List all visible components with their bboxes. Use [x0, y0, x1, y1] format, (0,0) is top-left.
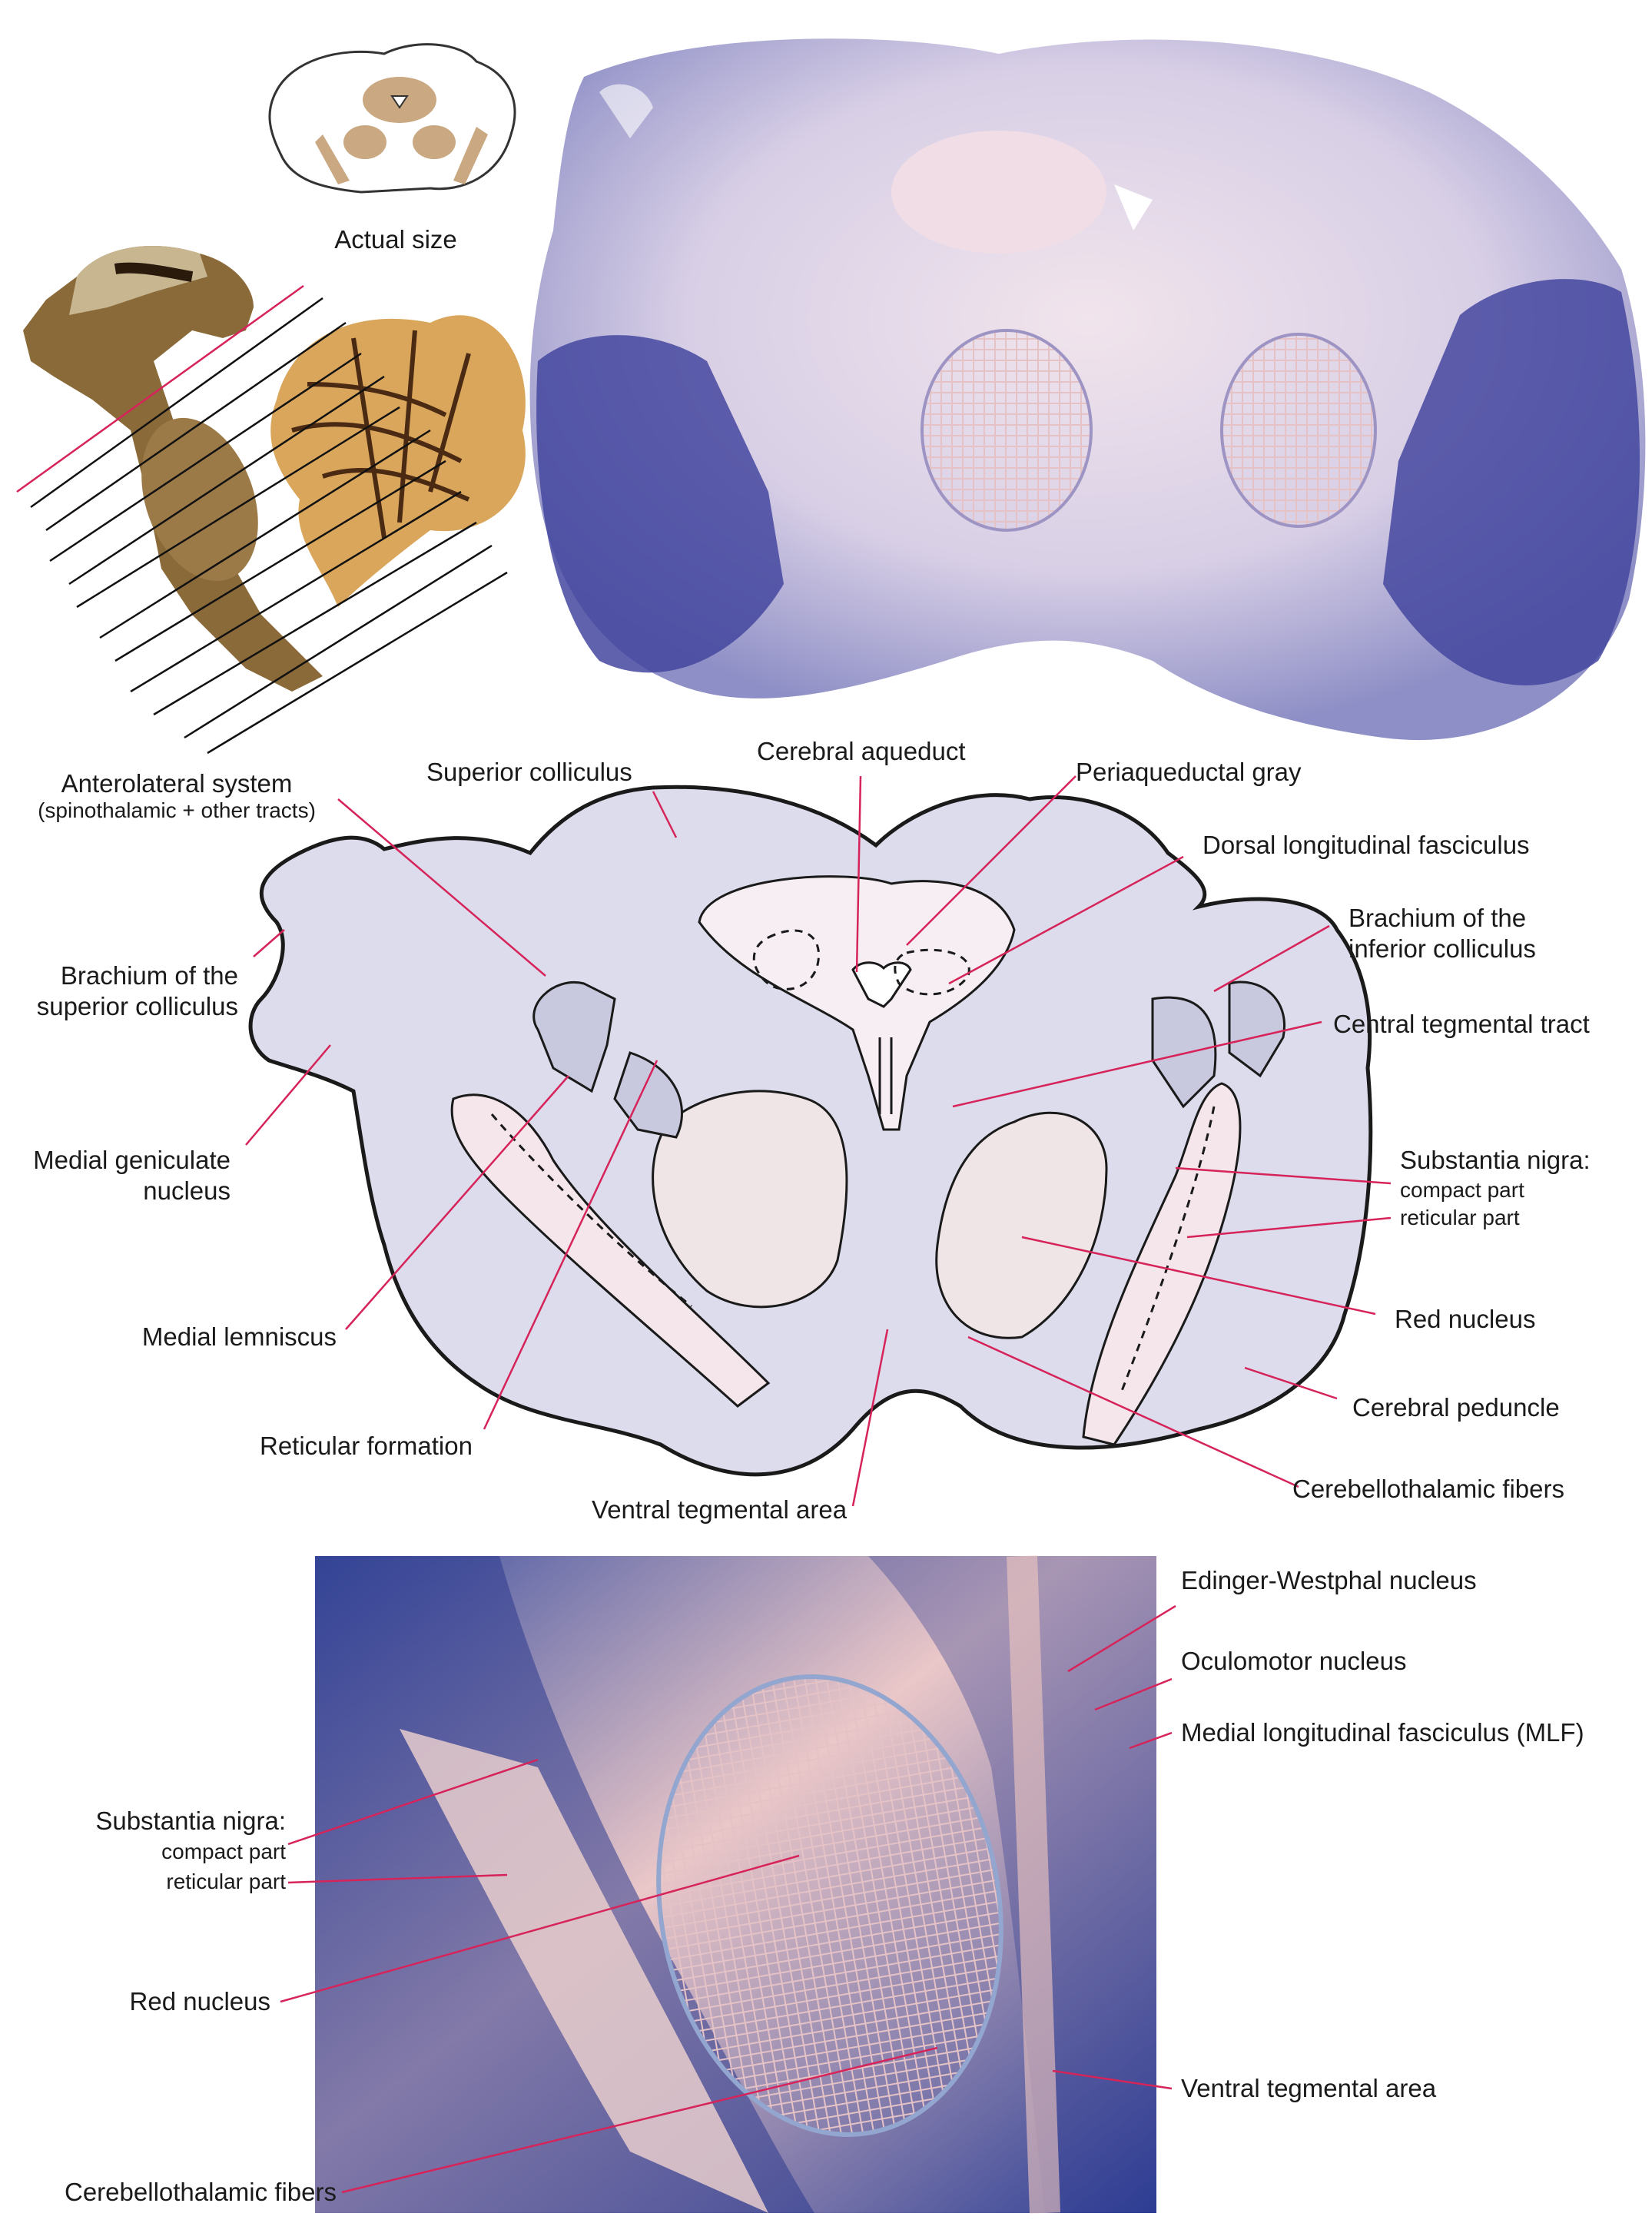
- label-red-nucleus: Red nucleus: [1395, 1305, 1536, 1333]
- label-reticular-formation: Reticular formation: [260, 1432, 473, 1460]
- label-photo-reticular-part: reticular part: [166, 1870, 286, 1893]
- diagram-leader-lines: [245, 775, 1392, 1507]
- label-brachium-superior-2: superior colliculus: [36, 992, 238, 1020]
- label-cerebral-peduncle: Cerebral peduncle: [1352, 1393, 1560, 1422]
- label-central-tegmental-tract: Central tegmental tract: [1333, 1010, 1590, 1038]
- label-medial-geniculate-1: Medial geniculate: [33, 1146, 231, 1174]
- inset-caption: Actual size: [334, 225, 457, 254]
- section-lines: [16, 284, 508, 755]
- label-edinger-westphal: Edinger-Westphal nucleus: [1181, 1566, 1477, 1594]
- label-mlf: Medial longitudinal fasciculus (MLF): [1181, 1718, 1584, 1747]
- label-oculomotor-nucleus: Oculomotor nucleus: [1181, 1647, 1407, 1675]
- photo-leader-lines: [280, 1604, 1176, 2194]
- label-brachium-inferior-1: Brachium of the: [1348, 904, 1527, 932]
- label-cerebral-aqueduct: Cerebral aqueduct: [757, 737, 966, 765]
- label-dorsal-longitudinal-fasciculus: Dorsal longitudinal fasciculus: [1203, 831, 1530, 859]
- label-brachium-superior-1: Brachium of the: [60, 961, 238, 990]
- label-anterolateral-sub: (spinothalamic + other tracts): [38, 798, 316, 822]
- label-photo-ventral-tegmental-area: Ventral tegmental area: [1181, 2074, 1437, 2102]
- labeled-midbrain-diagram: [248, 785, 1373, 1477]
- actual-size-inset: [268, 43, 516, 194]
- label-ventral-tegmental-area: Ventral tegmental area: [592, 1495, 848, 1524]
- label-substantia-nigra: Substantia nigra:: [1400, 1146, 1591, 1174]
- label-photo-substantia-nigra: Substantia nigra:: [95, 1807, 286, 1835]
- label-anterolateral: Anterolateral system: [61, 769, 293, 798]
- label-periaqueductal-gray: Periaqueductal gray: [1076, 758, 1302, 786]
- label-reticular-part: reticular part: [1400, 1206, 1520, 1229]
- red-nucleus-photomicrograph: [315, 1555, 1156, 2214]
- label-medial-geniculate-2: nucleus: [143, 1176, 231, 1205]
- label-photo-compact-part: compact part: [161, 1840, 286, 1863]
- label-photo-red-nucleus: Red nucleus: [129, 1987, 270, 2016]
- label-compact-part: compact part: [1400, 1178, 1524, 1202]
- label-medial-lemniscus: Medial lemniscus: [141, 1322, 337, 1351]
- label-superior-colliculus: Superior colliculus: [426, 758, 632, 786]
- stained-midbrain-section: [529, 38, 1646, 741]
- label-brachium-inferior-2: inferior colliculus: [1348, 934, 1536, 963]
- label-photo-cerebellothalamic-fibers: Cerebellothalamic fibers: [65, 2178, 337, 2206]
- label-cerebellothalamic-fibers: Cerebellothalamic fibers: [1292, 1475, 1564, 1503]
- sagittal-brainstem-photo: [23, 246, 526, 692]
